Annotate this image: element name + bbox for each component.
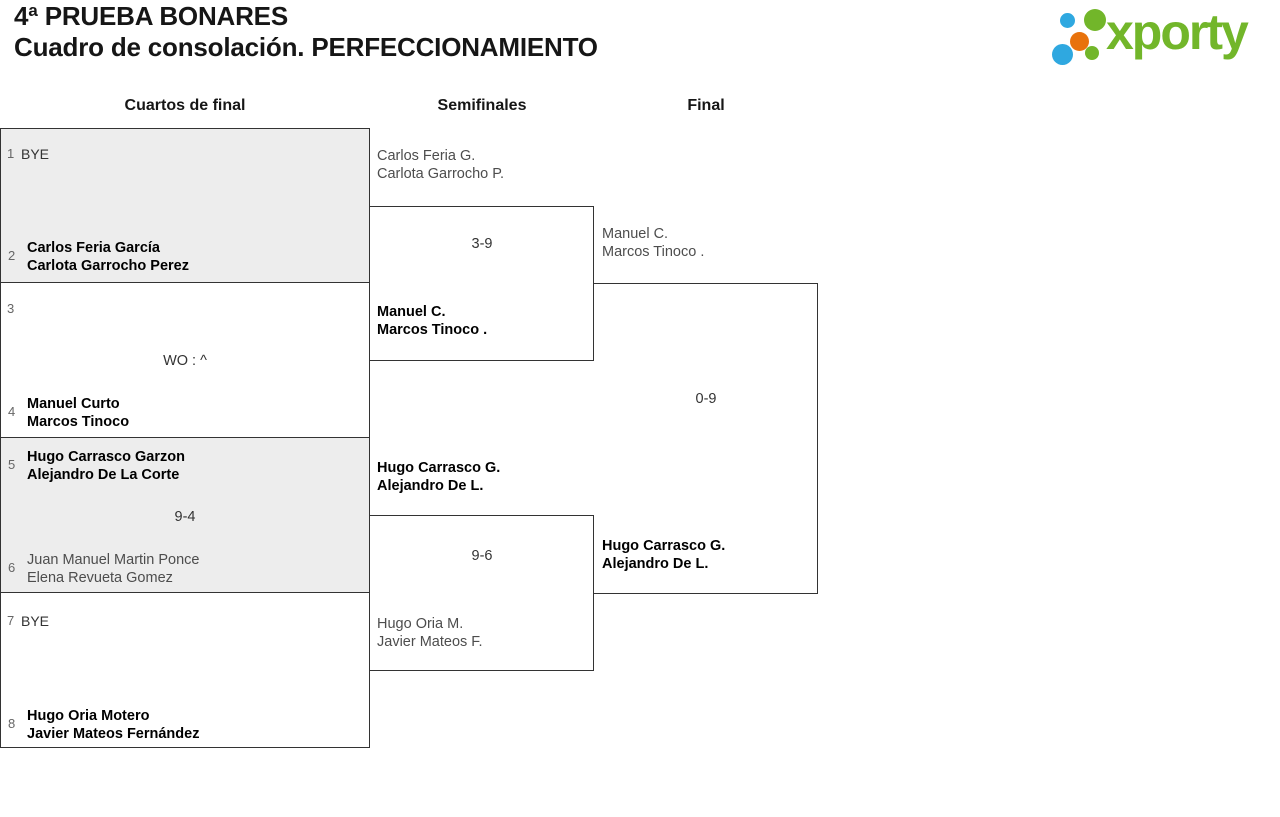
player-line-1: Hugo Oria M. [377,616,464,632]
seed-number-1: 1 [7,146,15,161]
player-line-2: Carlota Garrocho Perez [27,258,189,274]
player-line-1: Manuel C. [377,304,446,320]
logo-dot-green-small-icon [1085,46,1099,60]
round-header-final: Final [687,97,725,114]
team-qf3-top: Hugo Carrasco Garzon Alejandro De La Cor… [27,448,185,484]
team-final-top: Manuel C. Marcos Tinoco . [602,225,704,261]
logo-dot-green-large-icon [1084,9,1106,31]
player-line-2: Marcos Tinoco . [602,244,705,260]
score-qf2: WO : ^ [163,353,207,369]
round-header-semifinals: Semifinales [437,97,527,114]
match-box-sf2 [370,515,594,671]
player-line-2: Carlota Garrocho P. [377,166,505,182]
team-final-bottom: Hugo Carrasco G. Alejandro De L. [602,537,725,573]
seed-number-2: 2 [8,248,16,263]
player-line-2: Marcos Tinoco [27,414,130,430]
player-line-1: Juan Manuel Martin Ponce [27,552,200,568]
title-line-2: Cuadro de consolación. PERFECCIONAMIENTO [14,32,598,62]
match-box-qf1 [0,128,370,283]
seed-number-3: 3 [7,301,15,316]
team-qf2-bottom: Manuel Curto Marcos Tinoco [27,395,129,431]
match-box-qf2 [0,283,370,438]
logo-wordmark: xporty [1106,4,1249,60]
player-line-1: Hugo Carrasco G. [377,460,501,476]
team-qf4-top: BYE [21,612,49,630]
player-line-1: Manuel Curto [27,396,120,412]
match-box-final [594,283,818,594]
score-qf3: 9-4 [174,509,196,525]
player-line-1: Carlos Feria G. [377,148,476,164]
player-line-2: Marcos Tinoco . [377,322,488,338]
player-line-1: BYE [21,613,50,629]
team-qf1-top: BYE [21,145,49,163]
xporty-logo[interactable]: xporty [1045,0,1280,75]
seed-number-7: 7 [7,613,15,628]
team-qf4-bottom: Hugo Oria Motero Javier Mateos Fernández [27,707,199,743]
team-qf3-bottom: Juan Manuel Martin Ponce Elena Revueta G… [27,551,200,587]
logo-dot-blue-small-icon [1060,13,1075,28]
player-line-1: Hugo Carrasco G. [602,538,726,554]
team-sf1-bottom: Manuel C. Marcos Tinoco . [377,303,487,339]
player-line-1: Manuel C. [602,226,669,242]
player-line-1: Carlos Feria García [27,240,160,256]
team-qf1-bottom: Carlos Feria García Carlota Garrocho Per… [27,239,189,275]
seed-number-8: 8 [8,716,16,731]
match-box-qf4 [0,593,370,748]
player-line-2: Javier Mateos Fernández [27,726,200,742]
score-final: 0-9 [695,391,717,407]
seed-number-5: 5 [8,457,16,472]
logo-dot-orange-icon [1070,32,1089,51]
player-line-2: Javier Mateos F. [377,634,483,650]
player-line-2: Alejandro De L. [602,556,709,572]
match-box-sf1 [370,206,594,361]
team-sf2-top: Hugo Carrasco G. Alejandro De L. [377,459,500,495]
title-line-1: 4ª PRUEBA BONARES [14,1,288,31]
logo-dot-blue-large-icon [1052,44,1073,65]
seed-number-4: 4 [8,404,16,419]
match-box-qf3 [0,438,370,593]
player-line-1: BYE [21,146,50,162]
player-line-2: Alejandro De La Corte [27,467,180,483]
team-sf1-top: Carlos Feria G. Carlota Garrocho P. [377,147,504,183]
player-line-1: Hugo Oria Motero [27,708,150,724]
score-sf1: 3-9 [471,236,493,252]
team-sf2-bottom: Hugo Oria M. Javier Mateos F. [377,615,483,651]
player-line-2: Elena Revueta Gomez [27,570,173,586]
round-header-quarterfinals: Cuartos de final [124,97,246,114]
player-line-1: Hugo Carrasco Garzon [27,449,185,465]
seed-number-6: 6 [8,560,16,575]
player-line-2: Alejandro De L. [377,478,484,494]
score-sf2: 9-6 [471,548,493,564]
page-title: 4ª PRUEBA BONARES Cuadro de consolación.… [14,1,598,63]
